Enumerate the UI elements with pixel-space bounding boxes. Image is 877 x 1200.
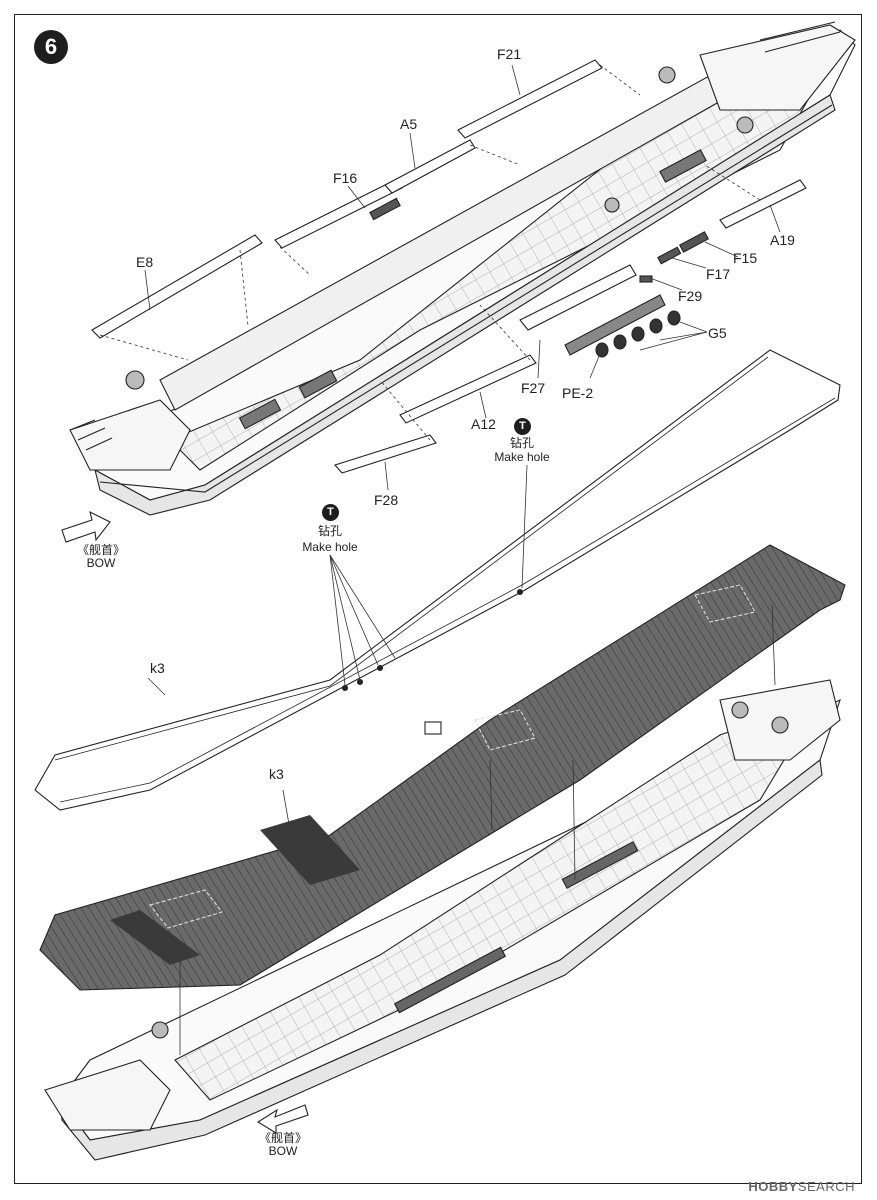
drill-leaders bbox=[147, 464, 528, 696]
leader-lines-upper bbox=[99, 64, 781, 491]
part-label-e8: E8 bbox=[136, 254, 154, 270]
part-label-f27: F27 bbox=[521, 380, 546, 396]
part-label-f28: F28 bbox=[374, 492, 399, 508]
drill-note-en: Make hole bbox=[494, 450, 550, 464]
part-label-pe2: PE-2 bbox=[562, 385, 594, 401]
bow-note-en: BOW bbox=[86, 556, 116, 570]
watermark: HOBBYSEARCH bbox=[748, 1179, 855, 1194]
bow-arrow-lower bbox=[256, 1104, 309, 1134]
part-label-f17: F17 bbox=[706, 266, 731, 282]
bow-note-en: BOW bbox=[268, 1144, 298, 1158]
part-label-a12: A12 bbox=[471, 416, 496, 432]
page-frame bbox=[14, 14, 862, 1184]
upper-hull bbox=[69, 21, 856, 516]
drill-icon: T bbox=[322, 504, 339, 521]
bow-note-zh: 《舰首》 bbox=[76, 543, 125, 557]
part-label-f15: F15 bbox=[733, 250, 758, 266]
part-label-a19: A19 bbox=[770, 232, 795, 248]
part-label-k3-outline: k3 bbox=[150, 660, 165, 676]
lower-deck-leaders bbox=[179, 604, 776, 1055]
part-label-g5: G5 bbox=[708, 325, 727, 341]
step-number-badge: 6 bbox=[34, 30, 68, 64]
bow-note-zh: 《舰首》 bbox=[258, 1131, 307, 1145]
flight-deck-outline bbox=[34, 349, 841, 811]
drill-note-zh: 钻孔 bbox=[509, 436, 534, 450]
part-label-f29: F29 bbox=[678, 288, 703, 304]
drill-note-en: Make hole bbox=[302, 540, 358, 554]
part-label-a5: A5 bbox=[400, 116, 418, 132]
bow-arrow-upper bbox=[61, 510, 111, 543]
watermark-rest: SEARCH bbox=[797, 1179, 855, 1194]
loose-parts bbox=[91, 59, 807, 474]
drill-icon: T bbox=[514, 418, 531, 435]
part-label-k3-deck: k3 bbox=[269, 766, 284, 782]
watermark-brand: HOBBY bbox=[748, 1179, 798, 1194]
lower-hull bbox=[39, 544, 846, 1161]
drill-note-zh: 钻孔 bbox=[317, 524, 342, 538]
part-label-f21: F21 bbox=[497, 46, 522, 62]
part-label-f16: F16 bbox=[333, 170, 358, 186]
